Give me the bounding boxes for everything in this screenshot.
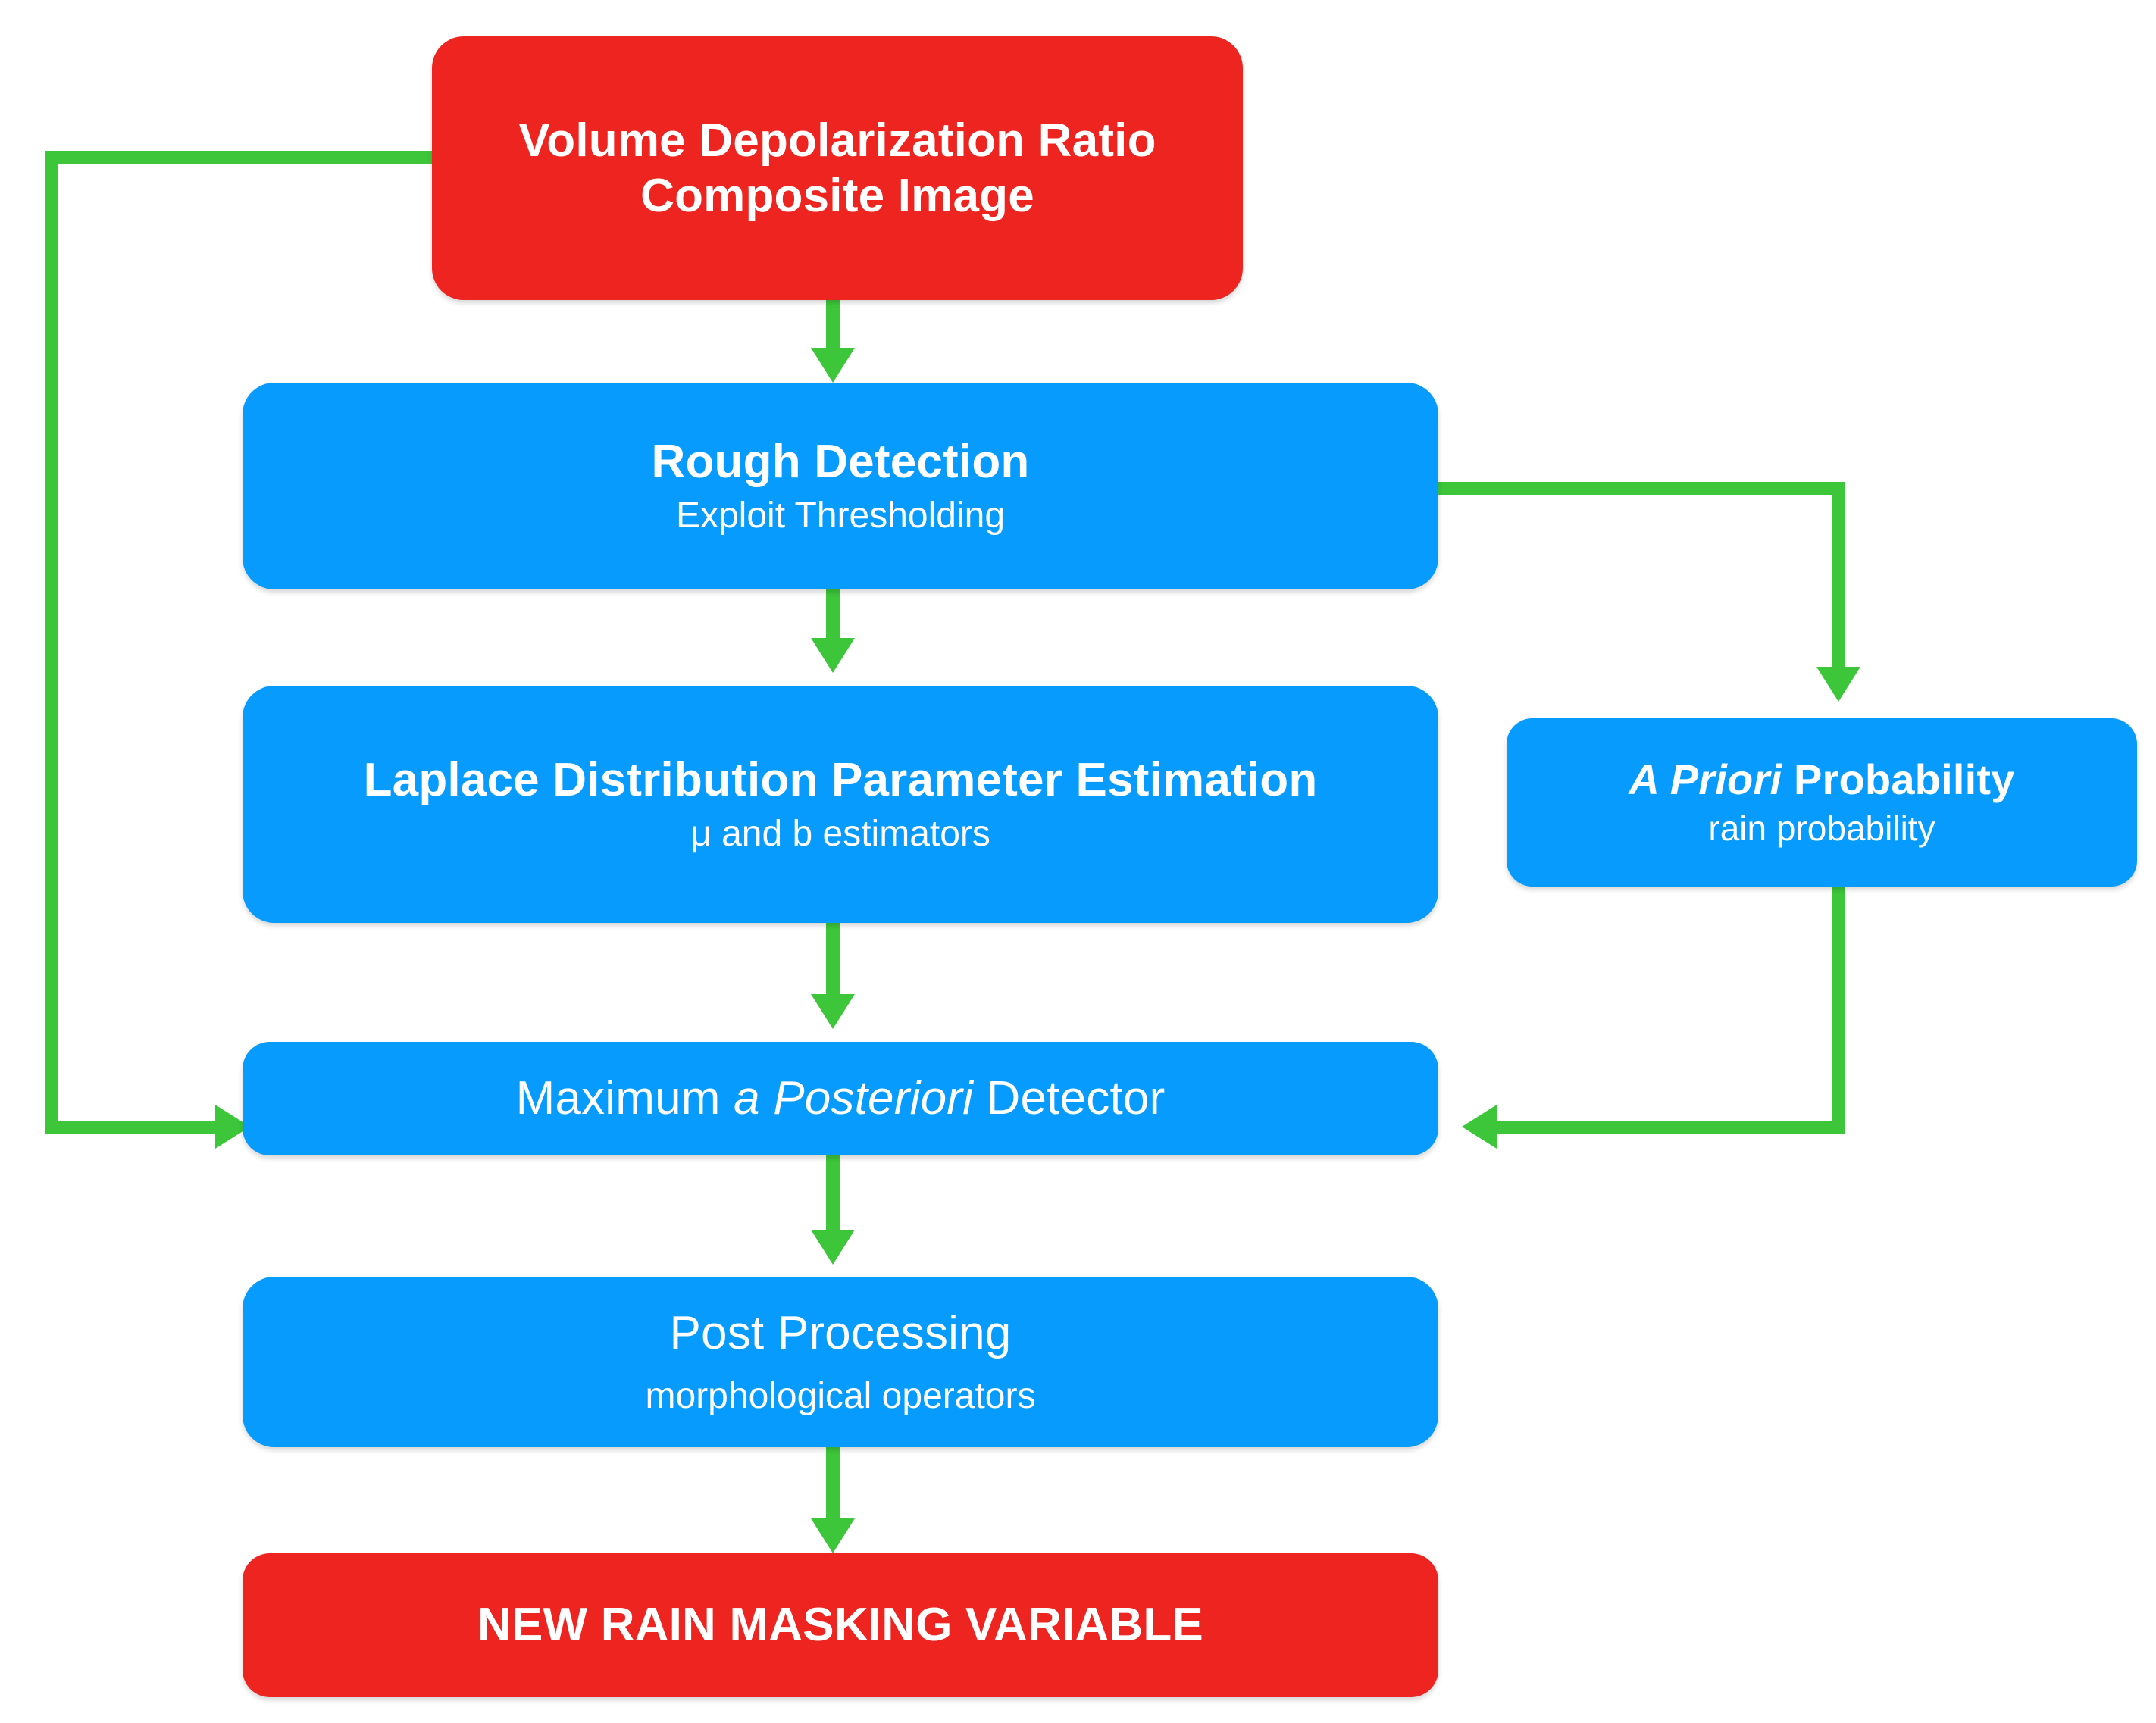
- edge-rough-to-apriori-arrowhead: [1816, 667, 1860, 702]
- node-title-line2: Composite Image: [640, 170, 1034, 222]
- edge-map-to-postprocessing-line: [826, 1155, 840, 1231]
- node-title: A Priori Probability: [1629, 755, 2014, 805]
- node-maximum-a-posteriori-detector[interactable]: Maximum a Posteriori Detector: [243, 1042, 1438, 1155]
- node-title: NEW RAIN MASKING VARIABLE: [477, 1599, 1203, 1652]
- node-new-rain-masking-variable[interactable]: NEW RAIN MASKING VARIABLE: [243, 1553, 1438, 1697]
- node-volume-depolarization-ratio-composite-image[interactable]: Volume Depolarization Ratio Composite Im…: [432, 36, 1243, 300]
- edge-source-to-map-top-horizontal: [45, 151, 436, 164]
- edge-map-to-postprocessing-arrowhead: [811, 1230, 855, 1265]
- edge-source-to-map-left-vertical: [45, 151, 58, 1134]
- node-title: Laplace Distribution Parameter Estimatio…: [363, 754, 1318, 807]
- node-title: Rough Detection: [651, 436, 1030, 489]
- node-rough-detection[interactable]: Rough Detection Exploit Thresholding: [243, 383, 1438, 589]
- node-title-rest-part: Probability: [1782, 755, 2015, 804]
- node-subtitle: Exploit Thresholding: [675, 496, 1006, 536]
- node-subtitle: morphological operators: [645, 1376, 1036, 1417]
- node-title-italic-part: a Posteriori: [734, 1072, 974, 1125]
- edge-rough-to-apriori-vertical: [1832, 482, 1845, 670]
- node-laplace-distribution-parameter-estimation[interactable]: Laplace Distribution Parameter Estimatio…: [243, 686, 1438, 923]
- edge-apriori-to-map-vertical: [1832, 887, 1845, 1134]
- node-title: Post Processing: [669, 1307, 1012, 1360]
- edge-rough-to-apriori-horizontal: [1432, 482, 1845, 495]
- edge-apriori-to-map-horizontal: [1497, 1121, 1845, 1134]
- node-a-priori-probability[interactable]: A Priori Probability rain probability: [1507, 718, 2137, 887]
- edge-source-to-rough-detection-arrowhead: [811, 348, 855, 383]
- edge-postprocessing-to-output-line: [826, 1447, 840, 1520]
- edge-apriori-to-map-arrowhead: [1462, 1105, 1497, 1149]
- node-title-line1: Volume Depolarization Ratio: [518, 114, 1156, 167]
- node-title-prefix-part: Maximum: [515, 1072, 734, 1125]
- edge-source-to-rough-detection-line: [826, 299, 840, 349]
- edge-laplace-to-map-line: [826, 923, 840, 996]
- node-post-processing[interactable]: Post Processing morphological operators: [243, 1277, 1438, 1447]
- node-title-suffix-part: Detector: [973, 1072, 1166, 1125]
- node-title-italic-part: A Priori: [1629, 755, 1782, 804]
- node-title: Maximum a Posteriori Detector: [516, 1071, 1166, 1126]
- node-subtitle: μ and b estimators: [690, 814, 990, 855]
- edge-source-to-map-bottom-horizontal: [45, 1121, 220, 1134]
- edge-rough-to-laplace-arrowhead: [811, 638, 855, 673]
- node-subtitle: rain probability: [1708, 808, 1935, 849]
- edge-rough-to-laplace-line: [826, 589, 840, 639]
- edge-postprocessing-to-output-arrowhead: [811, 1518, 855, 1553]
- edge-laplace-to-map-arrowhead: [811, 994, 855, 1029]
